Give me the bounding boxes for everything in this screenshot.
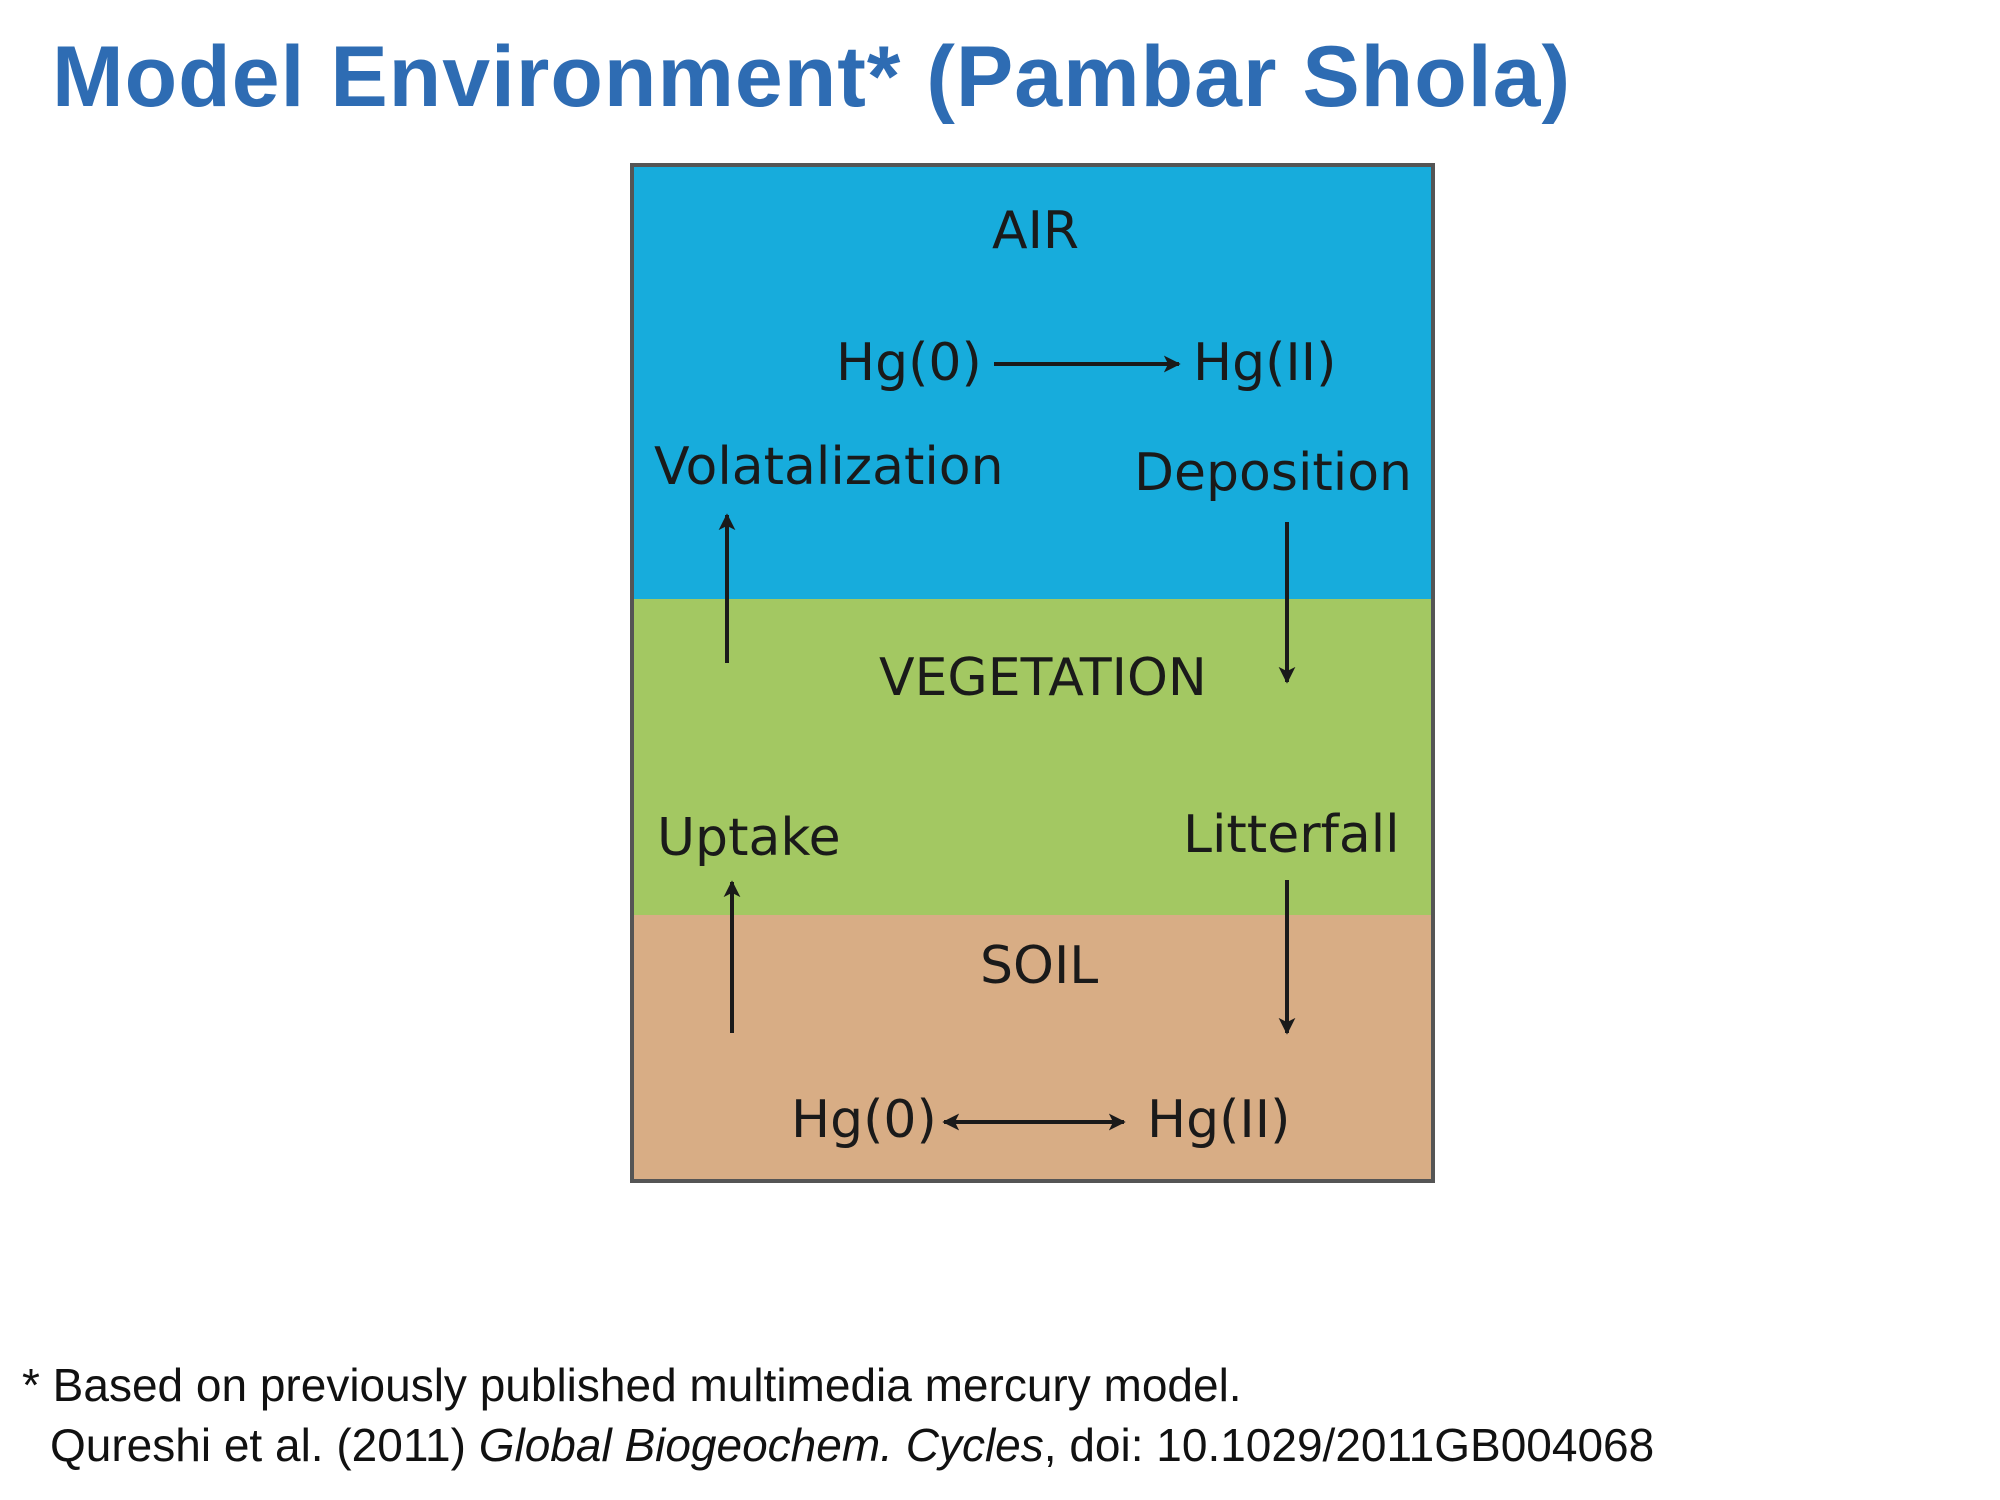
uptake-label: Uptake: [657, 808, 841, 868]
soil-zone: [634, 915, 1431, 1179]
arrows-layer: [718, 355, 1296, 1131]
air-hg2-label: Hg(II): [1193, 333, 1337, 393]
air-label: AIR: [992, 201, 1080, 261]
citation-doi: , doi: 10.1029/2011GB004068: [1043, 1419, 1655, 1471]
deposition-label: Deposition: [1134, 443, 1413, 503]
air-hg0-label: Hg(0): [836, 333, 982, 393]
citation-journal: Global Biogeochem. Cycles: [478, 1419, 1044, 1471]
soil-label: SOIL: [980, 936, 1099, 996]
soil-hg2-label: Hg(II): [1147, 1090, 1291, 1150]
soil-hg0-label: Hg(0): [791, 1090, 937, 1150]
mercury-cycle-diagram: AIR Hg(0) Hg(II) Volatalization Depositi…: [630, 163, 1435, 1183]
litterfall-label: Litterfall: [1183, 805, 1400, 865]
volatalization-label: Volatalization: [654, 437, 1004, 497]
citation-authors: Qureshi et al. (2011): [50, 1419, 479, 1471]
air-zone: [634, 167, 1431, 599]
slide-title: Model Environment* (Pambar Shola): [52, 29, 1572, 125]
vegetation-zone: [634, 599, 1431, 915]
footnote-citation: Qureshi et al. (2011) Global Biogeochem.…: [50, 1422, 1654, 1468]
footnote-model-note: * Based on previously published multimed…: [22, 1359, 1242, 1411]
vegetation-label: VEGETATION: [879, 648, 1207, 708]
